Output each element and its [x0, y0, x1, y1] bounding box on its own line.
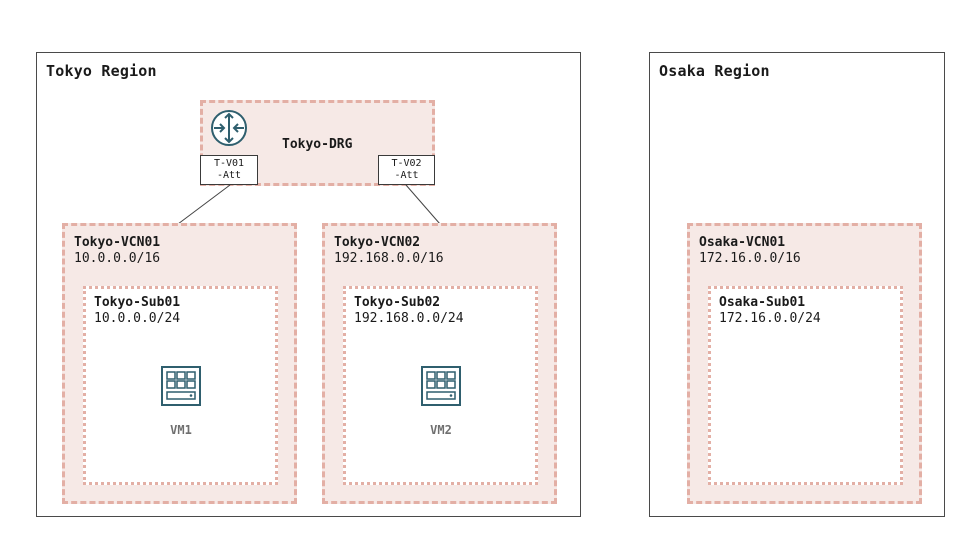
vcn-name: Osaka-VCN01: [699, 235, 786, 250]
drg-name: Tokyo-DRG: [282, 137, 353, 152]
attachment-line-1: T-V01: [213, 158, 245, 169]
attachment-line-2: -Att: [394, 170, 419, 181]
vcn-cidr: 172.16.0.0/16: [699, 251, 801, 266]
attachment-line-1: T-V02: [391, 158, 422, 169]
subnet-name: Osaka-Sub01: [719, 295, 806, 310]
vcn-osaka-vcn01[interactable]: Osaka-VCN01 172.16.0.0/16 Osaka-Sub01 17…: [687, 223, 922, 504]
tokyo-region-title: Tokyo Region: [46, 62, 157, 80]
vcn-name: Tokyo-VCN02: [334, 235, 421, 250]
subnet-tokyo-sub01[interactable]: Tokyo-Sub01 10.0.0.0/24 VM1: [83, 286, 278, 485]
drg-attachment-t-v01[interactable]: T-V01 -Att: [200, 155, 258, 185]
drg-attachment-t-v02[interactable]: T-V02 -Att: [378, 155, 435, 185]
subnet-cidr: 10.0.0.0/24: [94, 311, 181, 326]
vm-label: VM1: [170, 423, 192, 437]
router-icon: [209, 108, 249, 152]
attachment-line-2: -Att: [216, 170, 242, 181]
subnet-tokyo-sub02[interactable]: Tokyo-Sub02 192.168.0.0/24 VM2: [343, 286, 538, 485]
vcn-name: Tokyo-VCN01: [74, 235, 161, 250]
subnet-osaka-sub01[interactable]: Osaka-Sub01 172.16.0.0/24: [708, 286, 903, 485]
subnet-cidr: 192.168.0.0/24: [354, 311, 464, 326]
vm-label: VM2: [430, 423, 452, 437]
vcn-tokyo-vcn02[interactable]: Tokyo-VCN02 192.168.0.0/16 Tokyo-Sub02 1…: [322, 223, 557, 504]
subnet-name: Tokyo-Sub02: [354, 295, 441, 310]
osaka-region-title: Osaka Region: [659, 62, 770, 80]
compute-vm-icon[interactable]: [421, 366, 461, 410]
vcn-cidr: 192.168.0.0/16: [334, 251, 444, 266]
subnet-name: Tokyo-Sub01: [94, 295, 181, 310]
vcn-cidr: 10.0.0.0/16: [74, 251, 161, 266]
compute-vm-icon[interactable]: [161, 366, 201, 410]
vcn-tokyo-vcn01[interactable]: Tokyo-VCN01 10.0.0.0/16 Tokyo-Sub01 10.0…: [62, 223, 297, 504]
subnet-cidr: 172.16.0.0/24: [719, 311, 821, 326]
